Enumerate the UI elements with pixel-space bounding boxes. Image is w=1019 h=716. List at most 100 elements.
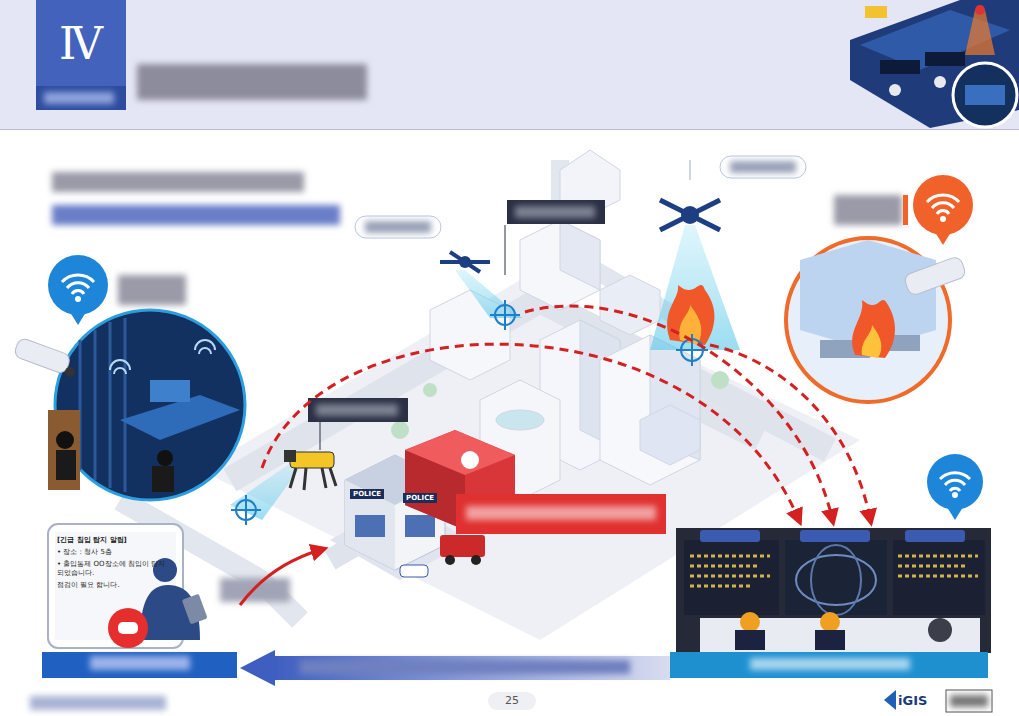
circle-shape (445, 555, 455, 565)
rect-shape (925, 52, 965, 66)
bottom-bars (42, 650, 988, 686)
circle-shape (786, 238, 950, 402)
rect-shape (0, 0, 1019, 130)
path-shape (690, 556, 978, 586)
rect-shape (118, 622, 138, 634)
rect-shape (880, 60, 920, 74)
building-sign: POLICE (350, 489, 384, 499)
path-shape (676, 334, 708, 366)
logo-text: iGIS (898, 693, 927, 708)
data-flow-arcs (262, 306, 870, 518)
rect-shape (365, 221, 431, 233)
rect-shape (834, 195, 902, 225)
rect-shape (300, 660, 630, 674)
rect-shape (950, 695, 988, 707)
circle-shape (820, 612, 840, 632)
path-shape (852, 300, 895, 358)
circle-shape (48, 255, 108, 315)
path-shape (667, 285, 714, 345)
rect-shape (150, 380, 190, 402)
rect-shape (456, 494, 666, 534)
rect-shape (730, 161, 796, 173)
circle-shape (940, 216, 946, 222)
rect-shape (275, 656, 670, 680)
rect-shape (466, 506, 656, 520)
rect-shape (750, 658, 910, 670)
path-shape (262, 344, 798, 518)
circle-shape (740, 612, 760, 632)
wifi-pin-blue (48, 255, 186, 325)
alert-line: 점검이 필요 합니다. (57, 581, 174, 590)
polygon-shape (560, 220, 600, 290)
tablet-user (48, 524, 320, 648)
circle-shape (681, 206, 699, 224)
rect-shape (36, 86, 126, 110)
path-shape (490, 300, 520, 330)
path-shape (195, 340, 215, 354)
robot-dog (230, 450, 336, 525)
rect-shape (515, 206, 595, 218)
line-shape (660, 200, 720, 230)
rect-shape (152, 466, 174, 492)
fire-drone (650, 160, 740, 366)
wifi-pin-orange (834, 175, 973, 245)
path-shape (240, 550, 320, 605)
rect-shape (30, 696, 166, 710)
polygon-shape (70, 312, 86, 325)
circle-shape (391, 421, 409, 439)
polygon-shape (935, 232, 951, 245)
path-shape (110, 360, 130, 374)
rect-shape (735, 630, 765, 650)
circle-shape (423, 383, 437, 397)
rect-shape (905, 530, 965, 542)
blurred-callouts (308, 156, 806, 450)
polygon-shape (200, 280, 860, 640)
rect-shape (48, 410, 80, 490)
rect-shape (815, 630, 845, 650)
rect-shape (284, 450, 296, 462)
polygon-shape (600, 275, 660, 335)
rect-shape (700, 530, 760, 542)
polygon-shape (520, 220, 600, 310)
line-shape (0, 129, 1019, 130)
circle-shape (975, 5, 985, 15)
rect-shape (670, 652, 988, 678)
rect-shape (355, 216, 441, 238)
path-shape (231, 495, 261, 525)
red-banner (456, 494, 666, 534)
intrusion-room (13, 310, 245, 500)
rect-shape (800, 530, 870, 542)
circle-shape (75, 296, 81, 302)
circle-shape (65, 367, 75, 377)
control-center (676, 528, 991, 653)
rect-shape (52, 205, 340, 225)
header-band (0, 0, 1019, 130)
rect-shape (903, 255, 967, 296)
rect-shape (308, 398, 408, 422)
rect-shape (290, 452, 334, 468)
polygon-shape (240, 650, 275, 686)
circle-shape (459, 256, 471, 268)
rect-shape (56, 450, 76, 480)
patrol-drone (440, 252, 522, 330)
path-shape (710, 345, 870, 518)
rect-shape (965, 85, 1005, 105)
circle-shape (889, 84, 901, 96)
alert-heading: [긴급 침입 탐지 알림] (57, 536, 174, 545)
rect-shape (13, 337, 72, 375)
rect-shape (137, 64, 367, 100)
circle-shape (461, 451, 479, 469)
rect-shape (52, 172, 304, 192)
line-shape (505, 225, 506, 275)
rect-shape (785, 540, 887, 615)
rect-shape (507, 200, 605, 224)
polygon-shape (850, 0, 1019, 128)
footer (30, 690, 992, 712)
rect-shape (903, 195, 908, 225)
line-shape (690, 160, 691, 180)
polygon-shape (640, 405, 700, 465)
line-shape (320, 422, 321, 450)
circle-shape (952, 492, 958, 498)
